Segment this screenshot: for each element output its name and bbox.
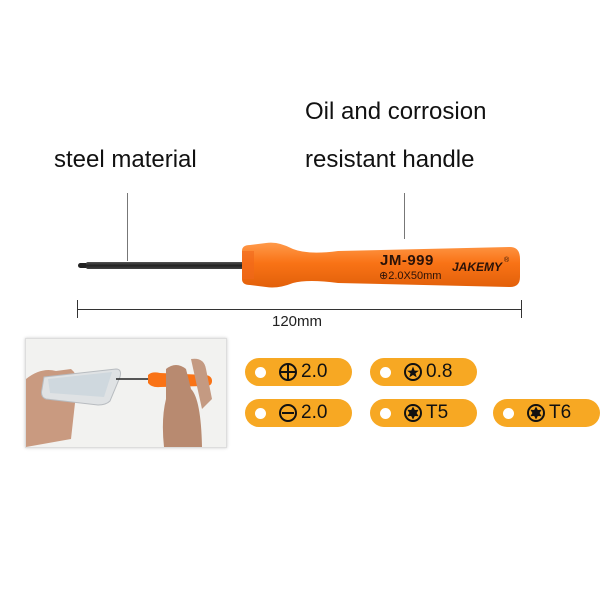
torx-icon [404, 404, 422, 422]
dimension-line [77, 309, 521, 310]
bit-tag-torx-t6: T6 [493, 399, 600, 427]
bit-size: 0.8 [426, 361, 453, 382]
screwdriver-handle: JM-999 ⊕2.0X50mm JAKEMY ® [238, 237, 522, 291]
handle-callout-line [404, 193, 405, 239]
handle-label-line2: resistant handle [305, 146, 475, 173]
bit-size: 2.0 [301, 402, 328, 423]
bit-size: 2.0 [301, 361, 328, 382]
bit-tag-phillips-2.0: 2.0 [245, 358, 352, 386]
steel-callout-line [127, 193, 128, 261]
bit-tag-slotted-2.0: 2.0 [245, 399, 352, 427]
tag-hole [503, 407, 514, 419]
torx-icon [527, 404, 545, 422]
bit-tag-pentalobe-0.8: 0.8 [370, 358, 477, 386]
slotted-icon [279, 404, 297, 422]
pentalobe-icon [404, 363, 422, 381]
screwdriver-shaft [86, 262, 246, 269]
brand-logo: JAKEMY [452, 260, 503, 274]
bit-size: T6 [549, 402, 572, 423]
phillips-icon [279, 363, 297, 381]
length-label: 120mm [272, 313, 323, 330]
steel-material-label: steel material [54, 146, 197, 173]
brand-mark: ® [504, 257, 510, 264]
model-number: JM-999 [380, 252, 434, 269]
tag-hole [255, 366, 266, 378]
bit-tag-torx-t5: T5 [370, 399, 477, 427]
tag-hole [380, 366, 391, 378]
bit-size: T5 [426, 402, 449, 423]
handle-shape-icon [242, 242, 520, 288]
dimension-tick-right [521, 300, 522, 318]
usage-photo-illustration [26, 339, 226, 447]
spec-text: ⊕2.0X50mm [379, 270, 442, 282]
usage-photo [25, 338, 227, 448]
tag-hole [255, 407, 266, 419]
handle-label-line1: Oil and corrosion [305, 98, 487, 125]
tag-hole [380, 407, 391, 419]
